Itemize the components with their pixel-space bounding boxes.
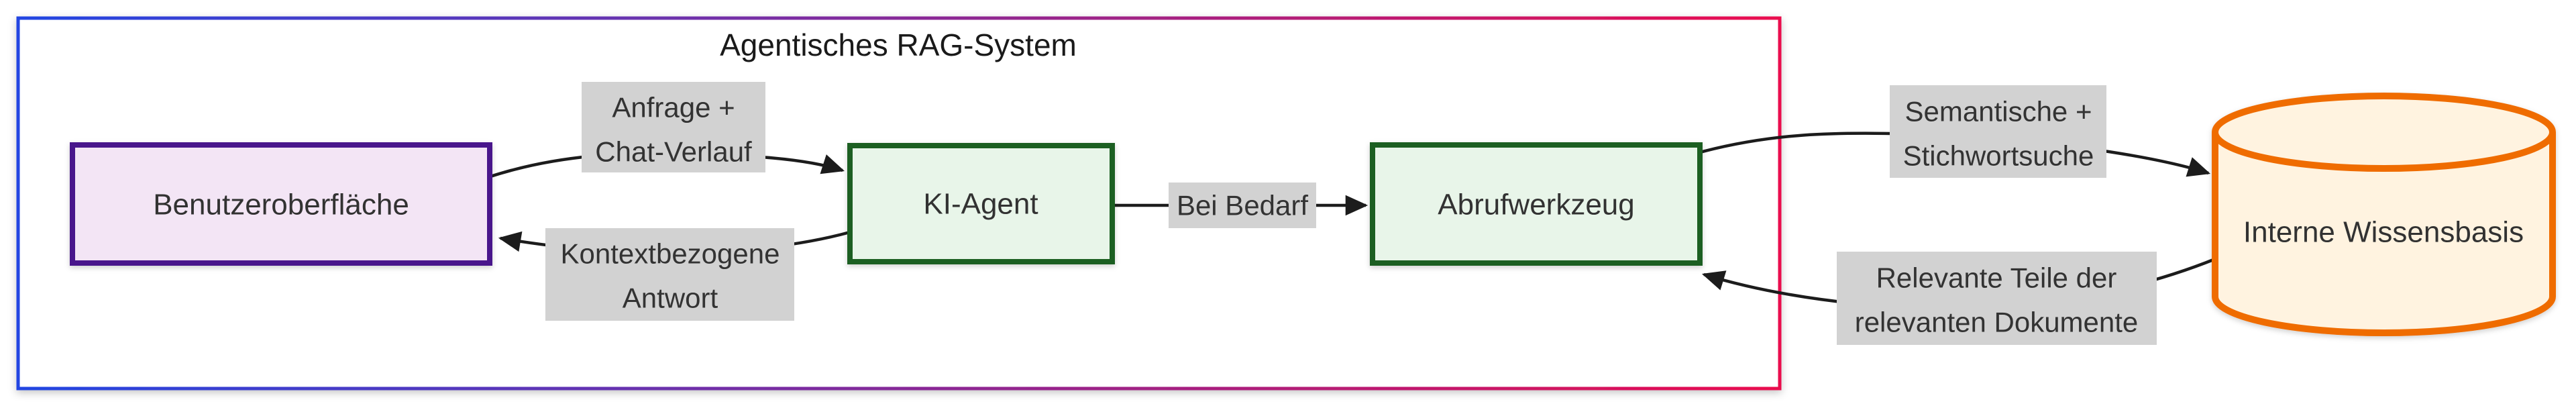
cylinder-rim bbox=[2212, 132, 2556, 172]
edge-label-search-line2: Stichwortsuche bbox=[1903, 140, 2094, 172]
edge-label-answer: Kontextbezogene Antwort bbox=[545, 228, 794, 321]
edge-label-ondemand-text: Bei Bedarf bbox=[1177, 190, 1308, 221]
node-interne-wissensbasis-label: Interne Wissensbasis bbox=[2243, 216, 2524, 249]
edge-label-results: Relevante Teile der relevanten Dokumente bbox=[1837, 252, 2157, 345]
node-benutzeroberflaeche-label: Benutzeroberfläche bbox=[153, 189, 409, 221]
node-benutzeroberflaeche-box bbox=[70, 142, 492, 266]
edge-label-search-line1: Semantische + bbox=[1905, 96, 2092, 127]
edge-label-search-bg bbox=[1890, 85, 2106, 178]
node-abrufwerkzeug-label: Abrufwerkzeug bbox=[1438, 189, 1634, 221]
edge-label-results-line2: relevanten Dokumente bbox=[1855, 307, 2139, 338]
node-ki-agent: KI-Agent bbox=[847, 143, 1115, 264]
edge-label-request-line2: Chat-Verlauf bbox=[595, 136, 752, 168]
edge-label-request-bg bbox=[582, 82, 765, 172]
edge-label-answer-bg bbox=[545, 228, 794, 321]
node-interne-wissensbasis: Interne Wissensbasis bbox=[2212, 93, 2556, 336]
edge-label-results-line1: Relevante Teile der bbox=[1876, 262, 2117, 294]
subgraph-title: Agentisches RAG-System bbox=[720, 28, 1077, 62]
node-abrufwerkzeug: Abrufwerkzeug bbox=[1370, 142, 1703, 266]
edge-label-ondemand: Bei Bedarf bbox=[1169, 183, 1316, 228]
cylinder-body bbox=[2212, 93, 2556, 336]
edge-label-ondemand-bg bbox=[1169, 183, 1316, 228]
edge-label-answer-line1: Kontextbezogene bbox=[561, 238, 780, 270]
node-abrufwerkzeug-box bbox=[1370, 142, 1703, 266]
edge-label-request: Anfrage + Chat-Verlauf bbox=[582, 82, 765, 172]
node-ki-agent-label: KI-Agent bbox=[923, 188, 1038, 221]
node-benutzeroberflaeche: Benutzeroberfläche bbox=[70, 142, 492, 266]
edge-label-answer-line2: Antwort bbox=[623, 283, 718, 314]
edge-label-search: Semantische + Stichwortsuche bbox=[1890, 85, 2106, 178]
node-ki-agent-box bbox=[847, 143, 1115, 264]
edge-label-results-bg bbox=[1837, 252, 2157, 345]
edge-label-request-line1: Anfrage + bbox=[612, 92, 735, 123]
